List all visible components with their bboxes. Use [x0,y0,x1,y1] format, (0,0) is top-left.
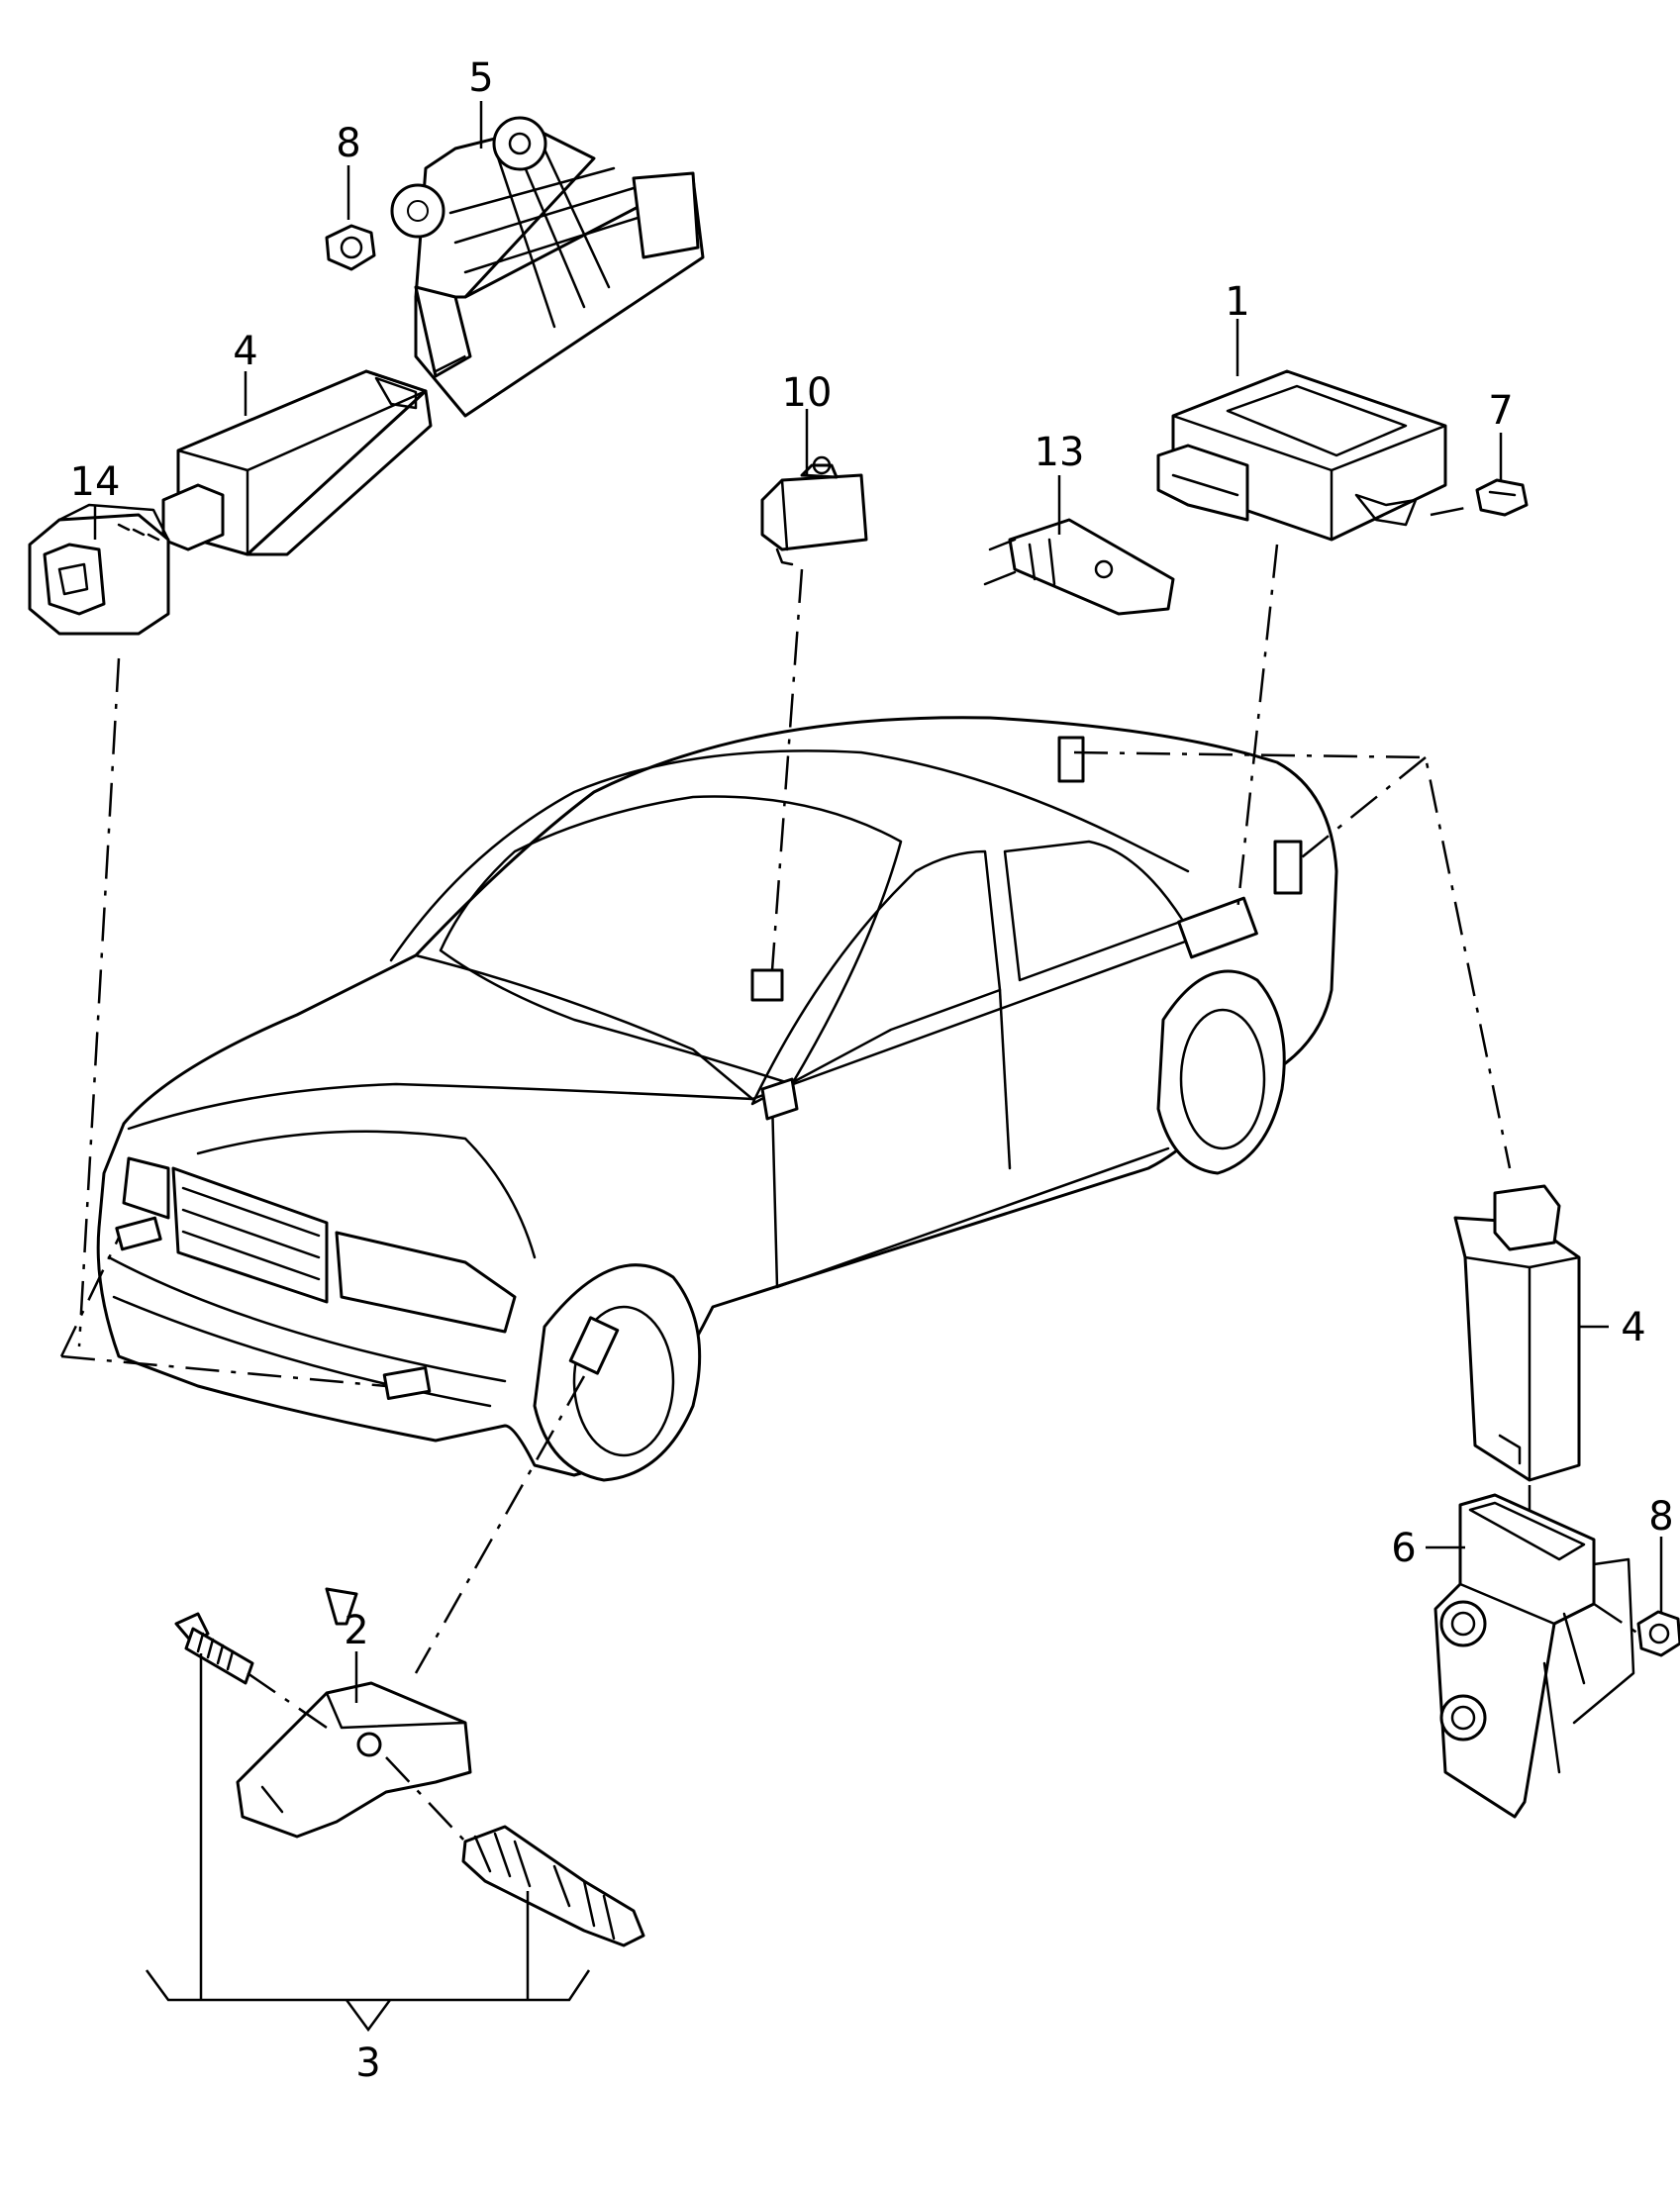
callout-3: 3 [355,2041,380,2086]
callout-4-right: 4 [1621,1305,1645,1350]
rear-antenna-top [1057,736,1085,783]
front-sensor-right [382,1366,432,1400]
roof-module-marker [750,968,784,1002]
part-6-bracket [1433,1493,1635,1819]
control-unit-marker [1177,896,1258,959]
part-14-connector [28,503,170,636]
callout-13: 13 [1035,430,1085,475]
part-4-module-top [161,369,433,556]
callout-8-right: 8 [1648,1494,1673,1540]
callout-5: 5 [468,55,493,101]
callout-6: 6 [1391,1526,1416,1571]
callout-10: 10 [782,370,833,416]
leader-lines [93,101,1663,2033]
callout-8-top: 8 [336,121,360,166]
callout-2: 2 [344,1608,368,1653]
callout-14: 14 [70,459,121,505]
part-8-nut-top [325,224,376,271]
part-7-nut [1475,478,1529,517]
part-10-relay [760,455,868,566]
part-8-nut-right [1636,1610,1680,1657]
part-4-module-right [1453,1184,1581,1482]
callout-4-top: 4 [233,329,257,374]
callout-1: 1 [1225,279,1249,325]
part-13-clip [983,518,1175,616]
rear-antenna-right [1273,840,1303,895]
part-5-bracket [390,116,705,418]
wheel-marker [568,1316,620,1375]
part-1-control-unit [1156,369,1447,542]
car-illustration [96,716,1338,1482]
callout-7: 7 [1488,388,1513,434]
part-2-tire-sensor [236,1587,472,1839]
part-3-valve [174,1612,645,1947]
dash-lines [59,349,1639,1842]
